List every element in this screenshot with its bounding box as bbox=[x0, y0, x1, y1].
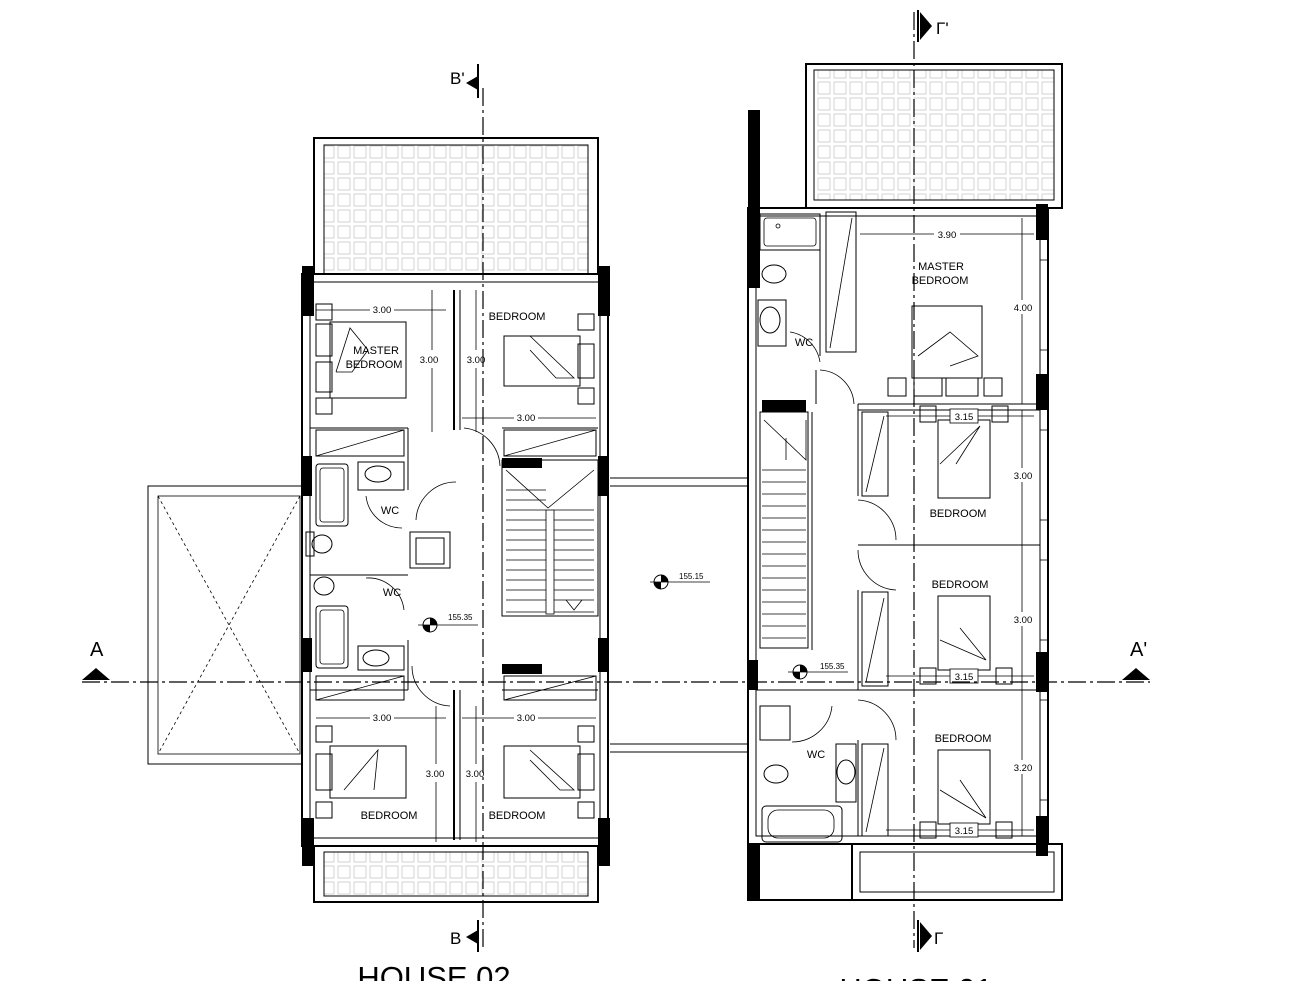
house01-master-line2: BEDROOM bbox=[912, 275, 969, 287]
section-label-gamma: Γ bbox=[934, 929, 943, 948]
house02-wc-upper: WC bbox=[381, 505, 399, 517]
section-label-a: A bbox=[90, 639, 104, 661]
house01-dim-bed3-h: 3.20 bbox=[1014, 763, 1033, 774]
house02-dim-ne-h: 3.00 bbox=[467, 355, 486, 366]
house01-title: HOUSE 01 bbox=[839, 972, 992, 981]
section-label-b: B bbox=[450, 929, 461, 948]
house01-bedroom-1: BEDROOM bbox=[930, 508, 987, 520]
house-02-plan bbox=[147, 137, 748, 903]
house02-level: 155.35 bbox=[448, 613, 473, 622]
house01-level: 155.35 bbox=[820, 662, 845, 671]
level-markers bbox=[418, 574, 848, 680]
house01-wc-upper: WC bbox=[795, 337, 813, 349]
level-marker-house01 bbox=[788, 664, 848, 680]
house01-master-line1: MASTER bbox=[918, 261, 964, 273]
house02-wc-lower: WC bbox=[383, 587, 401, 599]
house02-dim-sw-w: 3.00 bbox=[373, 713, 392, 724]
house01-wc-lower: WC bbox=[807, 749, 825, 761]
house01-dim-bed1-w: 3.15 bbox=[955, 412, 974, 423]
house01-dim-bed3-w: 3.15 bbox=[955, 826, 974, 837]
house01-dim-bed2-h: 3.00 bbox=[1014, 615, 1033, 626]
house01-dim-bed1-h: 3.00 bbox=[1014, 471, 1033, 482]
house02-master-line2: BEDROOM bbox=[346, 359, 403, 371]
house-01-plan bbox=[747, 63, 1063, 901]
house02-dim-master-h: 3.00 bbox=[420, 355, 439, 366]
site-level: 155.15 bbox=[679, 572, 704, 581]
house01-bedroom-3: BEDROOM bbox=[935, 733, 992, 745]
house02-master-line1: MASTER bbox=[353, 345, 399, 357]
section-label-a-prime: A' bbox=[1130, 639, 1147, 661]
house01-dim-master-h: 4.00 bbox=[1014, 303, 1033, 314]
level-marker-house02 bbox=[418, 617, 478, 633]
house02-dim-sw-h: 3.00 bbox=[426, 769, 445, 780]
house01-dim-bed2-w: 3.15 bbox=[955, 672, 974, 683]
house02-bedroom-ne: BEDROOM bbox=[489, 311, 546, 323]
section-label-gamma-prime: Γ' bbox=[936, 19, 949, 38]
house02-dim-master-w: 3.00 bbox=[373, 305, 392, 316]
house01-dim-master-w: 3.90 bbox=[938, 230, 957, 241]
section-label-b-prime: B' bbox=[450, 69, 465, 88]
house01-bedroom-2: BEDROOM bbox=[932, 579, 989, 591]
section-lines bbox=[82, 10, 1150, 952]
house02-title: HOUSE 02 bbox=[357, 960, 510, 981]
house02-bedroom-se: BEDROOM bbox=[489, 810, 546, 822]
house02-dim-ne-w: 3.00 bbox=[517, 413, 536, 424]
house02-dim-se-w: 3.00 bbox=[517, 713, 536, 724]
house02-bedroom-sw: BEDROOM bbox=[361, 810, 418, 822]
labels: A A' B' B Γ' Γ MASTER BEDROOM BEDROOM BE… bbox=[90, 19, 1147, 981]
level-marker-site bbox=[650, 574, 710, 590]
house02-dim-se-h: 3.00 bbox=[466, 769, 485, 780]
